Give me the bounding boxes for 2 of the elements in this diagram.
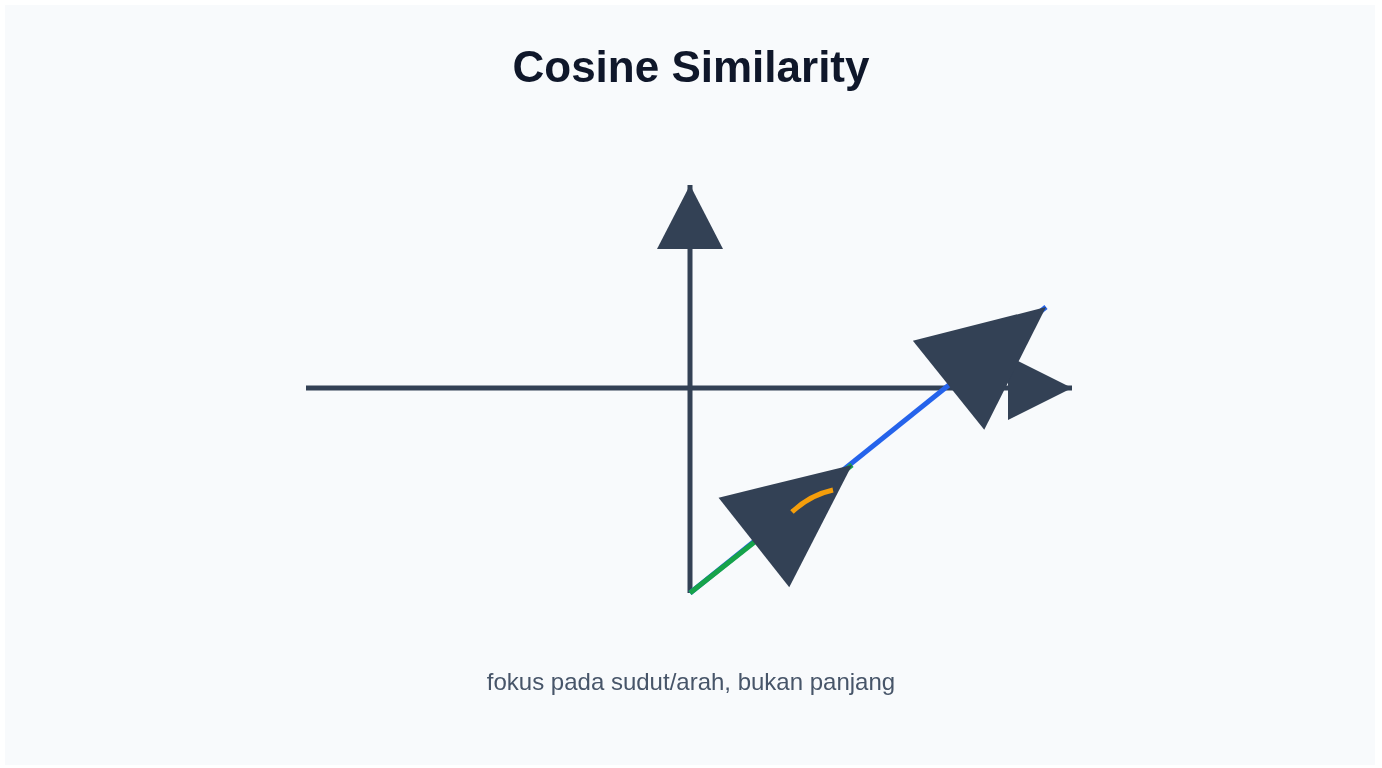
title: Cosine Similarity — [512, 42, 870, 92]
caption: fokus pada sudut/arah, bukan panjang — [486, 668, 896, 696]
